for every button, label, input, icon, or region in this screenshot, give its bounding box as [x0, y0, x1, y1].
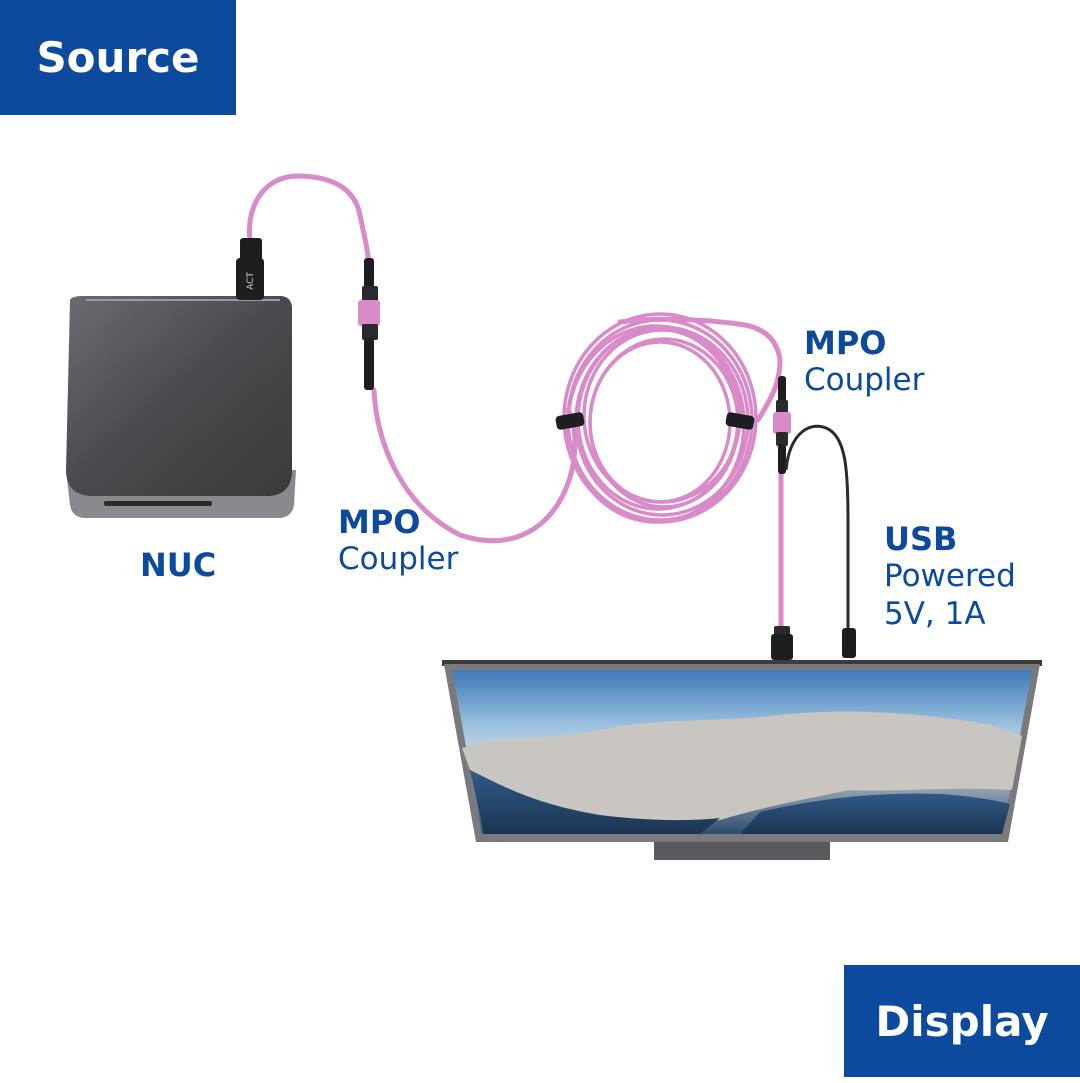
connector-brand: ACT: [246, 272, 256, 290]
source-badge: Source: [0, 0, 236, 115]
usb-line-1: Powered: [884, 558, 1016, 595]
source-badge-text: Source: [36, 33, 200, 82]
display-badge: Display: [844, 965, 1080, 1077]
mpo-coupler-right: [773, 376, 791, 474]
nuc-connector: ACT: [236, 238, 264, 300]
usb-power-cable: [784, 424, 856, 658]
mpo-coupler-left-label: MPO Coupler: [338, 503, 458, 579]
mpo-coupler-left: [358, 258, 380, 390]
coil-ties: [555, 412, 755, 430]
card-slot: [104, 501, 212, 506]
usb-power-label: USB Powered 5V, 1A: [884, 520, 1016, 633]
nuc-device: [66, 296, 296, 518]
mpo-left-title: MPO: [338, 503, 421, 541]
mpo-left-subtitle: Coupler: [338, 541, 459, 578]
usb-line-2: 5V, 1A: [884, 595, 986, 632]
fiber-cable: [246, 173, 784, 633]
mpo-right-title: MPO: [804, 324, 887, 362]
nuc-label: NUC: [140, 546, 217, 584]
mpo-right-subtitle: Coupler: [804, 362, 925, 399]
display-connector: [771, 626, 793, 660]
display-badge-text: Display: [875, 996, 1049, 1046]
usb-title: USB: [884, 520, 958, 558]
mpo-coupler-right-label: MPO Coupler: [804, 324, 924, 400]
monitor-stand: [654, 842, 830, 860]
display-monitor: [442, 660, 1042, 860]
